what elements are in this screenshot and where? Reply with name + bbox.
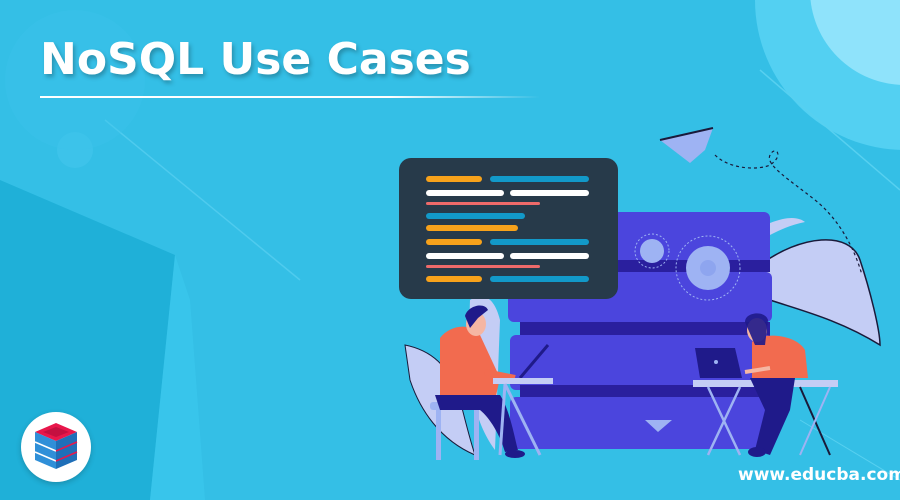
code-line bbox=[490, 176, 589, 182]
code-line bbox=[426, 253, 504, 259]
code-line bbox=[510, 190, 589, 196]
code-line bbox=[426, 176, 482, 182]
gear-icon bbox=[634, 233, 670, 269]
gear-icon bbox=[675, 235, 741, 301]
code-line bbox=[426, 225, 518, 231]
code-editor-panel bbox=[399, 158, 618, 299]
paper-plane-icon bbox=[659, 127, 863, 276]
code-line bbox=[426, 213, 525, 219]
code-line bbox=[426, 239, 482, 245]
code-line bbox=[426, 190, 504, 196]
code-line bbox=[426, 276, 482, 282]
stacked-database-cube-icon bbox=[34, 423, 78, 469]
code-line bbox=[426, 265, 540, 268]
educba-logo bbox=[21, 412, 91, 482]
code-line bbox=[426, 202, 540, 205]
website-url[interactable]: www.educba.com bbox=[738, 465, 900, 485]
code-line bbox=[490, 239, 589, 245]
person-with-laptop-left bbox=[430, 305, 553, 460]
code-line bbox=[490, 276, 589, 282]
page-title: NoSQL Use Cases bbox=[40, 34, 471, 85]
title-underline bbox=[40, 96, 540, 98]
code-line bbox=[510, 253, 589, 259]
person-with-laptop-right bbox=[693, 313, 838, 457]
